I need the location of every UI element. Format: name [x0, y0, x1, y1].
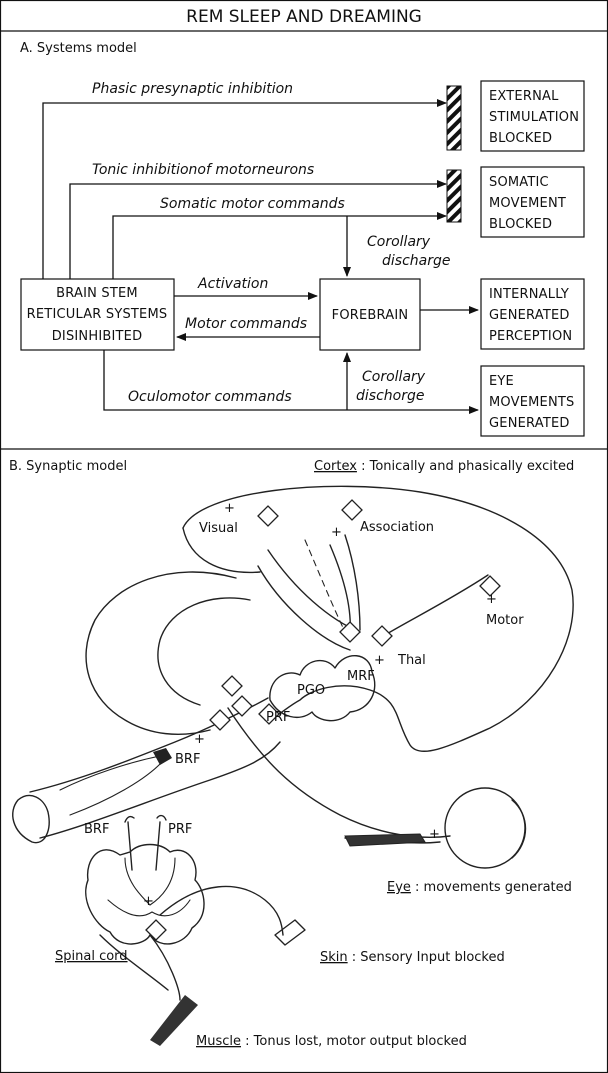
plus-association: + — [331, 525, 342, 540]
blocker-external — [447, 86, 461, 150]
synaptic-heading: B. Synaptic model — [9, 459, 127, 474]
label-brf-spinal: BRF — [84, 822, 109, 837]
plus-eye: + — [429, 827, 440, 842]
external-stimulation-box: EXTERNAL STIMULATION BLOCKED — [481, 81, 584, 151]
cortex-caption: Cortex : Tonically and phasically excite… — [314, 459, 574, 474]
internal-line-2: GENERATED — [489, 308, 570, 323]
spinal-cord-label: Spinal cord — [55, 949, 128, 964]
muscle-caption: Muscle : Tonus lost, motor output blocke… — [196, 1034, 467, 1049]
muscle-text: : Tonus lost, motor output blocked — [241, 1034, 467, 1049]
internal-perception-box: INTERNALLY GENERATED PERCEPTION — [481, 279, 584, 349]
external-line-2: STIMULATION — [489, 110, 579, 125]
label-corollary-1b: discharge — [382, 253, 450, 269]
external-line-3: BLOCKED — [489, 131, 552, 146]
label-activation: Activation — [197, 276, 268, 292]
label-corollary-2b: dischorge — [356, 388, 424, 404]
brainstem-line-3: DISINHIBITED — [52, 329, 143, 344]
label-mrf: MRF — [347, 669, 375, 684]
somatic-line-1: SOMATIC — [489, 175, 549, 190]
plus-prf: + — [194, 732, 205, 747]
internal-line-1: INTERNALLY — [489, 287, 569, 302]
eye-line-3: GENERATED — [489, 416, 570, 431]
plus-visual: + — [224, 501, 235, 516]
blocker-somatic — [447, 170, 461, 222]
plus-spinal: + — [143, 894, 154, 909]
label-tonic: Tonic inhibitionof motorneurons — [92, 162, 314, 178]
label-pgo: PGO — [297, 683, 325, 698]
skin-caption: Skin : Sensory Input blocked — [320, 950, 505, 965]
brainstem-box: BRAIN STEM RETICULAR SYSTEMS DISINHIBITE… — [21, 279, 174, 350]
somatic-line-2: MOVEMENT — [489, 196, 566, 211]
eye-label: Eye — [387, 880, 411, 895]
muscle-label: Muscle — [196, 1034, 241, 1049]
eye-text: : movements generated — [411, 880, 572, 895]
label-thal: Thal — [397, 653, 426, 668]
eye-caption: Eye : movements generated — [387, 880, 572, 895]
label-corollary-2a: Corollary — [362, 369, 426, 385]
figure-title: REM SLEEP AND DREAMING — [186, 7, 422, 27]
label-brf: BRF — [175, 752, 200, 767]
forebrain-label: FOREBRAIN — [332, 308, 409, 323]
label-phasic: Phasic presynaptic inhibition — [92, 81, 293, 97]
label-association: Association — [360, 520, 434, 535]
label-visual: Visual — [199, 521, 238, 536]
eye-movements-box: EYE MOVEMENTS GENERATED — [481, 366, 584, 436]
label-somatic-commands: Somatic motor commands — [160, 196, 345, 212]
internal-line-3: PERCEPTION — [489, 329, 572, 344]
brainstem-line-2: RETICULAR SYSTEMS — [27, 307, 168, 322]
eye-line-1: EYE — [489, 374, 514, 389]
label-motor: Motor — [486, 613, 524, 628]
skin-text: : Sensory Input blocked — [348, 950, 505, 965]
somatic-movement-box: SOMATIC MOVEMENT BLOCKED — [481, 167, 584, 237]
label-oculomotor: Oculomotor commands — [128, 389, 292, 405]
label-prf-spinal: PRF — [168, 822, 192, 837]
label-motor-commands: Motor commands — [185, 316, 307, 332]
cortex-label: Cortex — [314, 459, 357, 474]
skin-label: Skin — [320, 950, 348, 965]
eye-line-2: MOVEMENTS — [489, 395, 574, 410]
cortex-text: : Tonically and phasically excited — [357, 459, 574, 474]
brainstem-line-1: BRAIN STEM — [56, 286, 138, 301]
somatic-line-3: BLOCKED — [489, 217, 552, 232]
plus-motor: + — [486, 592, 497, 607]
systems-heading: A. Systems model — [20, 41, 137, 56]
label-prf: PRF — [266, 710, 290, 725]
forebrain-box: FOREBRAIN — [320, 279, 420, 350]
external-line-1: EXTERNAL — [489, 89, 559, 104]
plus-thal: + — [374, 653, 385, 668]
label-corollary-1a: Corollary — [367, 234, 431, 250]
